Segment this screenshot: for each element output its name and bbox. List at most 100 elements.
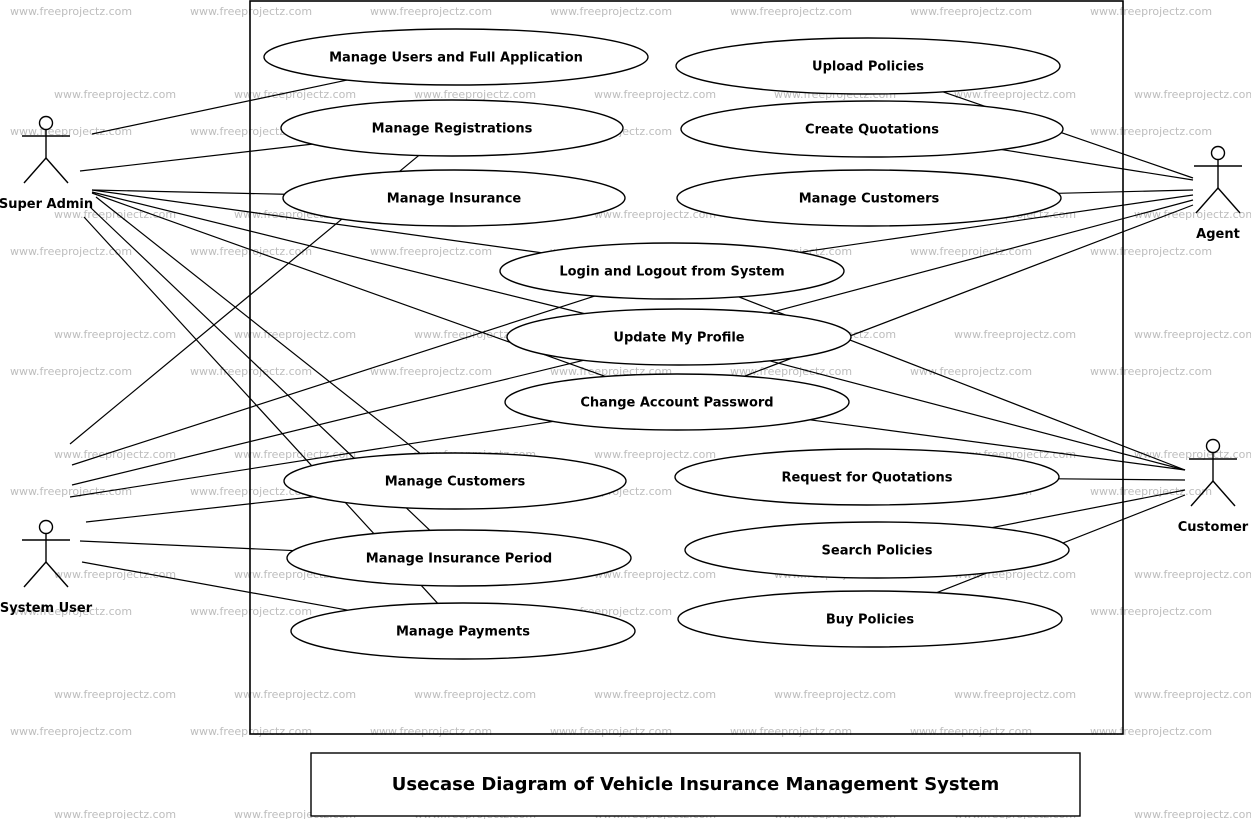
- watermark-text: www.freeprojectz.com: [54, 808, 176, 819]
- watermark-text: www.freeprojectz.com: [10, 725, 132, 738]
- watermark-text: www.freeprojectz.com: [10, 365, 132, 378]
- watermark-text: www.freeprojectz.com: [774, 688, 896, 701]
- association-line: [1058, 478, 1186, 481]
- watermark-text: www.freeprojectz.com: [954, 88, 1076, 101]
- watermark-text: www.freeprojectz.com: [54, 688, 176, 701]
- association-line: [91, 79, 348, 135]
- use-case-ellipse: [684, 521, 1070, 579]
- watermark-text: www.freeprojectz.com: [910, 245, 1032, 258]
- watermark-text: www.freeprojectz.com: [10, 485, 132, 498]
- watermark-text: www.freeprojectz.com: [910, 365, 1032, 378]
- use-case-label: Upload Policies: [812, 60, 924, 75]
- actor-stick-figure-icon: [22, 519, 70, 588]
- watermark-text: www.freeprojectz.com: [1134, 448, 1251, 461]
- association-line: [1001, 148, 1194, 181]
- watermark-text: www.freeprojectz.com: [954, 328, 1076, 341]
- use-case-label: Login and Logout from System: [559, 265, 784, 280]
- watermark-text: www.freeprojectz.com: [730, 5, 852, 18]
- watermark-text: www.freeprojectz.com: [594, 88, 716, 101]
- watermark-text: www.freeprojectz.com: [190, 485, 312, 498]
- use-case-uc4: Login and Logout from System: [499, 242, 845, 300]
- actor-system-user: System User: [0, 519, 93, 616]
- use-case-label: Manage Users and Full Application: [329, 51, 583, 66]
- watermark-text: www.freeprojectz.com: [10, 605, 132, 618]
- use-case-ellipse: [677, 590, 1063, 648]
- use-case-label: Buy Policies: [826, 613, 915, 628]
- watermark-text: www.freeprojectz.com: [10, 5, 132, 18]
- association-line: [91, 189, 542, 254]
- watermark-text: www.freeprojectz.com: [234, 88, 356, 101]
- watermark-text: www.freeprojectz.com: [550, 5, 672, 18]
- use-case-label: Manage Customers: [799, 192, 940, 207]
- watermark-text: www.freeprojectz.com: [414, 88, 536, 101]
- use-case-ellipse: [676, 169, 1062, 227]
- watermark-text: www.freeprojectz.com: [550, 725, 672, 738]
- use-case-uc9: Manage Payments: [290, 602, 636, 660]
- association-line: [71, 359, 584, 486]
- watermark-text: www.freeprojectz.com: [10, 245, 132, 258]
- actor-stick-figure-icon: [22, 115, 70, 184]
- watermark-text: www.freeprojectz.com: [54, 568, 176, 581]
- watermark-text: www.freeprojectz.com: [10, 125, 132, 138]
- association-line: [800, 194, 1194, 253]
- title-box: [310, 752, 1081, 817]
- association-line: [95, 196, 421, 455]
- watermark-text: www.freeprojectz.com: [594, 208, 716, 221]
- watermark-text: www.freeprojectz.com: [1090, 605, 1212, 618]
- watermark-text: www.freeprojectz.com: [1134, 88, 1251, 101]
- association-line: [69, 420, 554, 498]
- use-case-ellipse: [286, 529, 632, 587]
- watermark-text: www.freeprojectz.com: [910, 725, 1032, 738]
- association-line: [769, 360, 1186, 471]
- use-case-ellipse: [282, 169, 626, 227]
- association-line: [1058, 189, 1194, 194]
- watermark-text: www.freeprojectz.com: [954, 688, 1076, 701]
- watermark-text: www.freeprojectz.com: [54, 328, 176, 341]
- use-case-ellipse: [674, 448, 1060, 506]
- use-case-label: Change Account Password: [580, 396, 773, 411]
- use-case-uc13: Request for Quotations: [674, 448, 1060, 506]
- use-case-ellipse: [675, 37, 1061, 95]
- use-case-uc10: Upload Policies: [675, 37, 1061, 95]
- use-case-label: Manage Insurance: [387, 192, 522, 207]
- use-case-uc14: Search Policies: [684, 521, 1070, 579]
- watermark-text: www.freeprojectz.com: [594, 448, 716, 461]
- use-case-label: Update My Profile: [613, 331, 744, 346]
- use-case-label: Request for Quotations: [781, 471, 952, 486]
- use-case-uc15: Buy Policies: [677, 590, 1063, 648]
- association-line: [768, 199, 1194, 314]
- watermark-text: www.freeprojectz.com: [414, 688, 536, 701]
- watermark-text: www.freeprojectz.com: [370, 245, 492, 258]
- watermark-text: www.freeprojectz.com: [910, 5, 1032, 18]
- use-case-label: Search Policies: [822, 544, 933, 559]
- watermark-text: www.freeprojectz.com: [1134, 568, 1251, 581]
- use-case-uc3: Manage Insurance: [282, 169, 626, 227]
- use-case-ellipse: [283, 452, 627, 510]
- watermark-text: www.freeprojectz.com: [234, 808, 356, 819]
- association-line: [809, 419, 1186, 471]
- association-line: [91, 189, 285, 195]
- watermark-text: www.freeprojectz.com: [1090, 365, 1212, 378]
- watermark-text: www.freeprojectz.com: [594, 688, 716, 701]
- actor-label: Agent: [1196, 227, 1240, 242]
- watermark-text: www.freeprojectz.com: [594, 568, 716, 581]
- use-case-label: Manage Insurance Period: [366, 552, 552, 567]
- watermark-text: www.freeprojectz.com: [1134, 808, 1251, 819]
- use-case-label: Create Quotations: [805, 123, 939, 138]
- actor-label: System User: [0, 601, 93, 616]
- watermark-text: www.freeprojectz.com: [370, 365, 492, 378]
- use-case-label: Manage Registrations: [372, 122, 533, 137]
- use-case-ellipse: [499, 242, 845, 300]
- use-case-label: Manage Customers: [385, 475, 526, 490]
- actor-customer: Customer: [1178, 438, 1249, 535]
- watermark-text: www.freeprojectz.com: [1090, 5, 1212, 18]
- association-line: [91, 191, 585, 315]
- actor-label: Customer: [1178, 520, 1249, 535]
- use-case-uc5: Update My Profile: [506, 308, 852, 366]
- watermark-text: www.freeprojectz.com: [234, 688, 356, 701]
- use-case-ellipse: [506, 308, 852, 366]
- use-case-ellipse: [680, 100, 1064, 158]
- association-line: [71, 295, 595, 466]
